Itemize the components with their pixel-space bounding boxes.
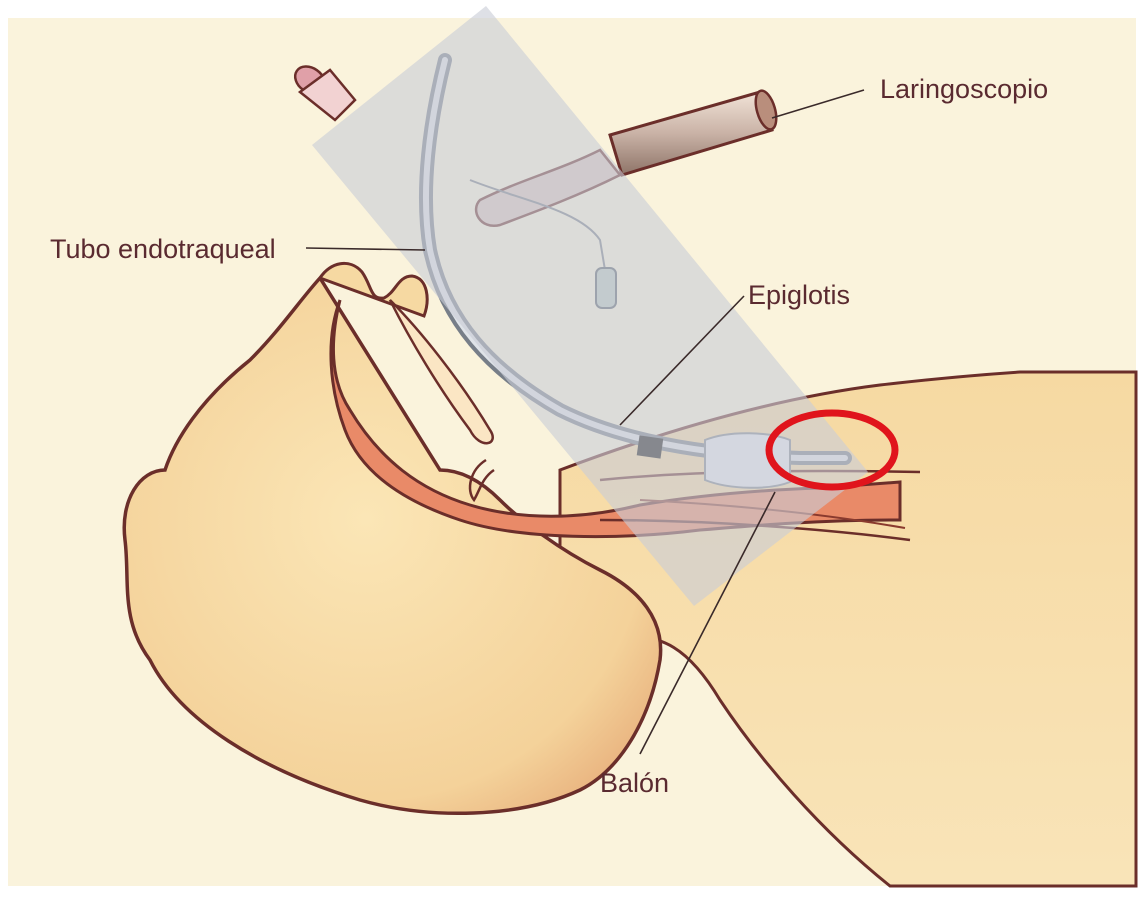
label-cuff: Balón	[600, 770, 669, 797]
label-laryngoscope: Laringoscopio	[880, 76, 1048, 103]
label-endotracheal-tube: Tubo endotraqueal	[50, 236, 276, 263]
label-epiglottis: Epiglotis	[748, 282, 850, 309]
